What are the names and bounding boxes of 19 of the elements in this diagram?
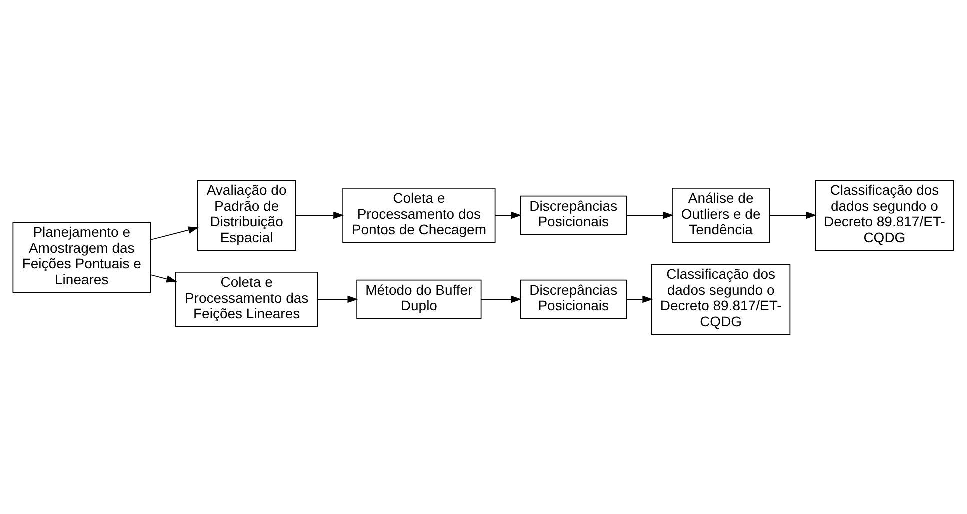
- arrow: [150, 226, 199, 240]
- node-box: Classificação dos dados segundo o Decreto 89.817/ET-CQDG: [652, 264, 791, 334]
- node-box: Coleta e Processamento dos Pontos de Checagem: [342, 187, 496, 243]
- arrow: [495, 211, 522, 219]
- arrow: [626, 295, 654, 303]
- node-box: Classificação dos dados segundo o Decreto 89.817/ET-CQDG: [815, 180, 954, 250]
- node-box: Análise de Outliers e de Tendência: [672, 187, 770, 243]
- node-box: Discrepâncias Posicionais: [520, 279, 627, 319]
- node-box: Avaliação do Padrão de Distribuição Espacial: [197, 180, 296, 250]
- node-box: Método do Buffer Duplo: [356, 279, 482, 319]
- arrow: [481, 295, 522, 303]
- arrow: [769, 211, 817, 219]
- arrow: [626, 211, 674, 219]
- arrow: [150, 274, 178, 282]
- arrow: [295, 211, 344, 219]
- arrow: [317, 295, 358, 303]
- node-box: Planejamento e Amostragem das Feições Pontuais e Lineares: [12, 222, 151, 292]
- node-box: Coleta e Processamento das Feições Lineares: [176, 271, 318, 327]
- node-box: Discrepâncias Posicionais: [520, 195, 627, 235]
